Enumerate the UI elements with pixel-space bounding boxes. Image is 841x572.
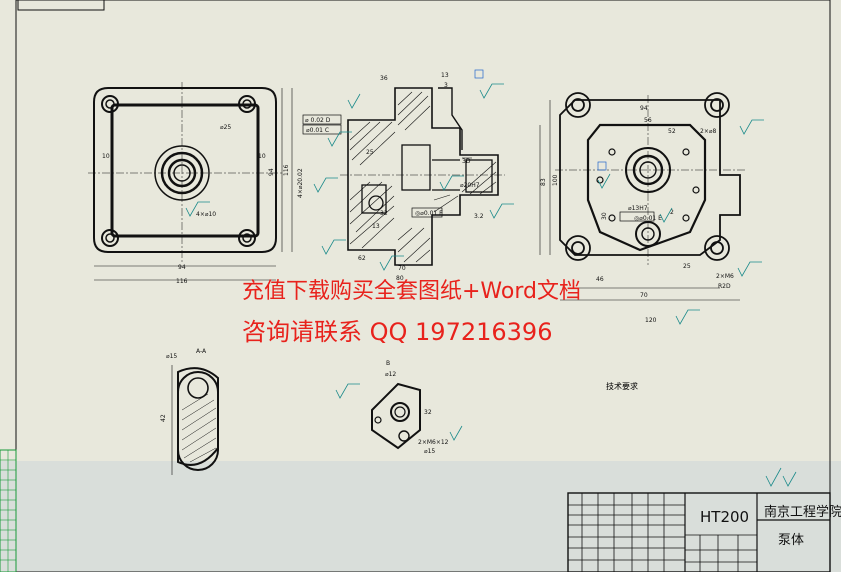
svg-text:42: 42 xyxy=(160,414,167,422)
svg-text:94: 94 xyxy=(268,168,275,176)
svg-text:70: 70 xyxy=(398,265,406,272)
svg-text:94: 94 xyxy=(640,105,648,112)
tech-requirements-title: 技术要求 xyxy=(606,382,638,391)
svg-text:2×⌀8: 2×⌀8 xyxy=(700,128,716,135)
svg-text:100: 100 xyxy=(552,174,559,186)
svg-text:120: 120 xyxy=(645,317,657,324)
hatch xyxy=(349,91,497,263)
selection-overlay xyxy=(0,461,841,572)
svg-text:◎⌀0.01 E: ◎⌀0.01 E xyxy=(634,215,662,222)
svg-text:⌀25: ⌀25 xyxy=(220,124,231,131)
material-label: HT200 xyxy=(700,508,750,526)
svg-text:94: 94 xyxy=(178,264,186,271)
title-block xyxy=(567,492,831,572)
roughness-marks xyxy=(185,83,797,487)
svg-text:3D: 3D xyxy=(462,158,471,165)
svg-text:2: 2 xyxy=(670,209,674,216)
watermark-line-1: 充值下载购买全套图纸+Word文档 xyxy=(242,279,581,304)
svg-text:32: 32 xyxy=(380,210,388,217)
svg-text:3: 3 xyxy=(444,82,448,89)
svg-text:4×⌀20.02: 4×⌀20.02 xyxy=(297,168,304,198)
svg-text:⌀0.01 C: ⌀0.01 C xyxy=(306,127,329,134)
svg-text:32: 32 xyxy=(424,409,432,416)
svg-text:B: B xyxy=(386,360,390,367)
svg-text:⌀15: ⌀15 xyxy=(166,353,177,360)
svg-text:2×M6: 2×M6 xyxy=(716,273,734,280)
svg-text:116: 116 xyxy=(283,164,290,176)
svg-text:13: 13 xyxy=(372,223,380,230)
detail-section-a xyxy=(171,365,219,475)
svg-text:80: 80 xyxy=(396,275,404,282)
svg-text:70: 70 xyxy=(640,292,648,299)
svg-text:4×⌀10: 4×⌀10 xyxy=(196,211,216,218)
svg-text:116: 116 xyxy=(176,278,188,285)
side-view xyxy=(539,92,745,301)
svg-text:36: 36 xyxy=(380,75,388,82)
svg-text:A-A: A-A xyxy=(196,348,207,355)
svg-text:25: 25 xyxy=(683,263,691,270)
svg-text:2×M6×12: 2×M6×12 xyxy=(418,439,449,446)
school-label: 南京工程学院 xyxy=(764,505,841,520)
svg-text:52: 52 xyxy=(668,128,676,135)
svg-text:56: 56 xyxy=(644,117,652,124)
svg-text:3.2: 3.2 xyxy=(474,213,484,220)
front-view xyxy=(88,82,293,281)
svg-text:⌀12: ⌀12 xyxy=(385,371,396,378)
svg-text:10: 10 xyxy=(102,153,110,160)
svg-text:46: 46 xyxy=(596,276,604,283)
svg-text:13: 13 xyxy=(441,72,449,79)
svg-text:⌀13H7: ⌀13H7 xyxy=(628,205,648,212)
watermark-line-2: 咨询请联系 QQ 197216396 xyxy=(242,318,553,346)
detail-section-b xyxy=(371,382,421,450)
svg-text:⌀20H7: ⌀20H7 xyxy=(460,182,480,189)
svg-text:◎⌀0.01 E: ◎⌀0.01 E xyxy=(415,210,443,217)
svg-text:30: 30 xyxy=(601,212,608,220)
svg-text:83: 83 xyxy=(540,178,547,186)
part-name-label: 泵体 xyxy=(778,533,805,548)
svg-text:⌀ 0.02 D: ⌀ 0.02 D xyxy=(305,117,331,124)
svg-text:10: 10 xyxy=(258,153,266,160)
svg-text:⌀15: ⌀15 xyxy=(424,448,435,455)
svg-text:25: 25 xyxy=(366,149,374,156)
svg-text:62: 62 xyxy=(358,255,366,262)
section-view xyxy=(347,87,499,266)
svg-text:R2D: R2D xyxy=(718,283,731,290)
